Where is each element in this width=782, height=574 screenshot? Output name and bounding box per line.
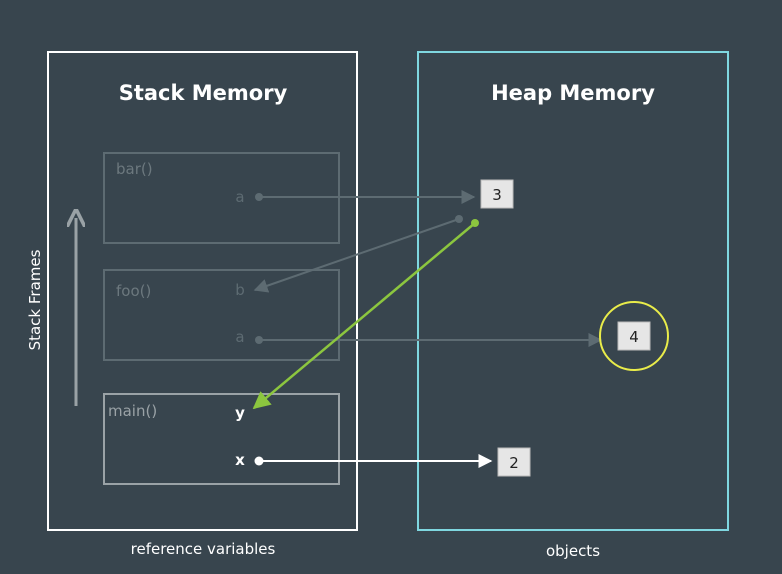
stack-memory-title: Stack Memory xyxy=(119,81,288,105)
bar-var-a: a xyxy=(235,188,244,206)
foo-var-a: a xyxy=(235,328,244,346)
heap-caption: objects xyxy=(546,542,600,560)
frame-foo-label: foo() xyxy=(116,282,151,300)
main-var-y: y xyxy=(235,404,245,422)
heap-object-2 xyxy=(497,447,531,477)
heap-memory-panel xyxy=(417,51,729,531)
stack-caption: reference variables xyxy=(131,540,276,558)
stack-frames-label: Stack Frames xyxy=(26,249,44,350)
foo-var-b: b xyxy=(235,281,245,299)
frame-foo xyxy=(103,269,340,361)
y-ref-arrow xyxy=(252,222,476,410)
highlight-circle xyxy=(599,301,669,371)
frame-bar-label: bar() xyxy=(116,160,153,178)
heap-object-3 xyxy=(480,179,514,209)
frame-main xyxy=(103,393,340,485)
stack-memory-panel xyxy=(47,51,358,531)
frame-main-label: main() xyxy=(108,402,157,420)
heap-object-4-value: 4 xyxy=(629,328,639,346)
heap-object-3-value: 3 xyxy=(492,186,502,204)
object3-to-foo-b-arrow xyxy=(253,218,460,293)
heap-memory-title: Heap Memory xyxy=(491,81,655,105)
heap-object-4 xyxy=(617,321,651,351)
main-var-x: x xyxy=(235,451,245,469)
heap-object-2-value: 2 xyxy=(509,454,519,472)
